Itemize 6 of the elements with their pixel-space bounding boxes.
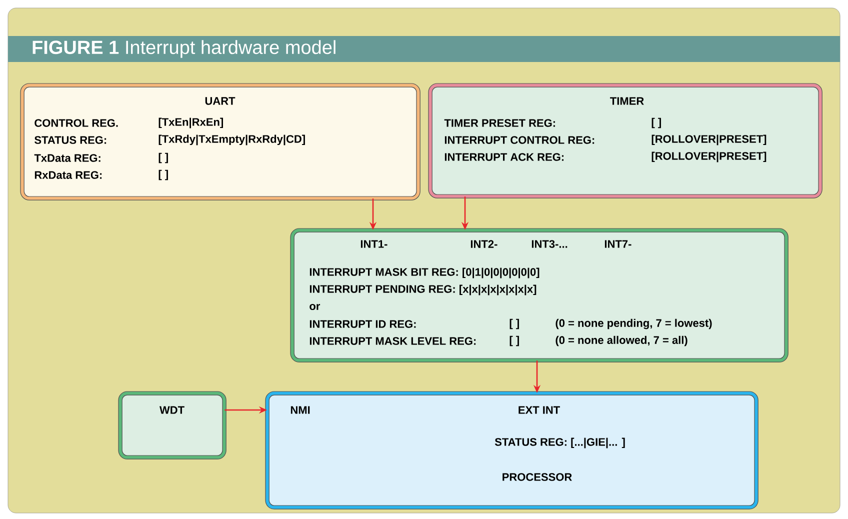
register-box: NMI EXT INT STATUS REG: [...|GIE|... ] PROCESSOR: [265, 391, 758, 510]
title: FIGURE 1 Interrupt hardware model: [32, 40, 336, 58]
register-box: TIMER TIMER PRESET REG: [ ] INTERRUPT CONTROL REG: [ROLLOVER|PRESET] INTERRUPT ACK REG: [ROLLOVER|PRESET]: [428, 83, 822, 198]
register-box: INT1- INT2- INT3-... INT7- INTERRUPT MASK BIT REG: [0|1|0|0|0|0|0|0] INTERRUPT PENDING REG: [x|x|x|x|x|x|x|x] or INTERRUPT ID REG: [ ] (0 = none pending, 7 = lowest) INTERRUPT MASK LEVEL REG: [ ] (0 = none allowed, 7 = all): [290, 228, 788, 362]
register-box: WDT: [118, 391, 226, 460]
register-box: UART CONTROL REG. [TxEn|RxEn] STATUS REG: [TxRdy|TxEmpty|RxRdy|CD] TxData REG: [ ] RxData REG: [ ]: [20, 83, 420, 200]
